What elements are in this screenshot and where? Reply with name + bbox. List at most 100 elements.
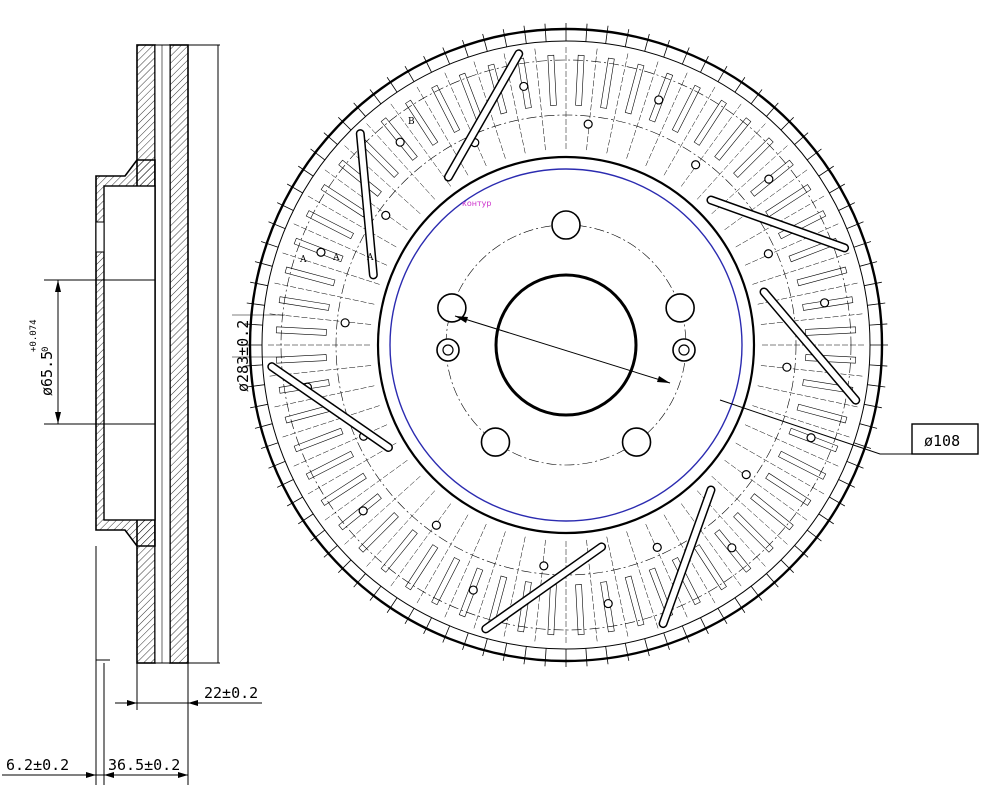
edge-tick bbox=[254, 261, 273, 267]
section-marker-a1: A bbox=[299, 255, 307, 265]
vane-outline bbox=[693, 99, 727, 146]
vane-outline bbox=[305, 210, 354, 240]
vane-outline bbox=[733, 512, 774, 553]
vane-line bbox=[744, 222, 841, 266]
vent-vanes bbox=[266, 45, 866, 645]
vane-outline bbox=[805, 326, 857, 336]
edge-tick bbox=[286, 183, 303, 194]
section-marker-b: B bbox=[408, 117, 415, 127]
vane-outline bbox=[431, 557, 461, 606]
side-section-view: ø65.5 +0.074 0 22±0.2 6.2±0.2 36.5±0.2 bbox=[2, 44, 262, 785]
vane-line bbox=[415, 514, 469, 605]
edge-tick bbox=[780, 559, 794, 573]
section-marker-a3: A bbox=[366, 253, 374, 263]
vane-outline bbox=[305, 450, 354, 480]
edge-tick bbox=[523, 25, 527, 44]
bolt-holes bbox=[436, 210, 696, 457]
edge-tick bbox=[700, 617, 709, 634]
contour-label: контур bbox=[462, 199, 491, 208]
vane-outline bbox=[750, 493, 794, 531]
edge-tick bbox=[482, 33, 488, 52]
edge-tick bbox=[838, 202, 855, 211]
edge-tick bbox=[423, 617, 432, 634]
hat-offset-dimension: 6.2±0.2 bbox=[6, 756, 69, 774]
bolt-circle bbox=[445, 224, 687, 466]
edge-tick bbox=[869, 323, 888, 326]
vane-line bbox=[365, 490, 436, 569]
vane-outline bbox=[405, 544, 439, 591]
vane-outline bbox=[802, 296, 854, 311]
vane-line bbox=[280, 405, 380, 438]
vane-outline bbox=[624, 63, 645, 115]
slot-inner bbox=[268, 363, 392, 451]
vane-outline bbox=[547, 584, 557, 636]
edge-tick bbox=[644, 33, 650, 52]
vane-outline bbox=[750, 159, 794, 197]
vane-line bbox=[291, 424, 388, 468]
edge-tick bbox=[829, 183, 846, 194]
vane-outline bbox=[714, 117, 752, 161]
edge-tick bbox=[681, 47, 690, 65]
vane-line bbox=[681, 102, 743, 187]
vane-line bbox=[626, 531, 659, 631]
vane-line bbox=[724, 168, 809, 230]
edge-tick bbox=[250, 403, 268, 409]
vane-outline bbox=[778, 210, 827, 240]
vent-channel bbox=[154, 44, 171, 664]
rotor-wall-outer bbox=[169, 44, 189, 664]
vane-line bbox=[443, 523, 487, 620]
contour-circle bbox=[389, 168, 743, 522]
bore-tolerance-upper: +0.074 bbox=[29, 319, 39, 352]
edge-tick bbox=[482, 638, 488, 657]
vane-line bbox=[323, 460, 408, 522]
vane-outline bbox=[733, 137, 774, 178]
vane-outline bbox=[693, 544, 727, 591]
drill-hole bbox=[806, 433, 816, 443]
drill-hole bbox=[519, 81, 529, 92]
slot-inner bbox=[445, 50, 522, 181]
edge-tick bbox=[298, 513, 314, 525]
bolt-hole bbox=[665, 293, 695, 323]
vane-line bbox=[735, 442, 826, 496]
bore-dimension: ø65.5 bbox=[38, 351, 56, 396]
edge-tick bbox=[369, 89, 382, 105]
edge-tick bbox=[277, 479, 294, 488]
edge-tick bbox=[254, 423, 273, 429]
vane-outline bbox=[320, 472, 367, 506]
vane-outline bbox=[284, 266, 336, 287]
drill-hole bbox=[431, 520, 441, 530]
drill-hole bbox=[654, 95, 664, 105]
vane-line bbox=[744, 424, 841, 468]
vane-outline bbox=[648, 72, 674, 123]
slot-inner bbox=[357, 130, 377, 278]
edge-tick bbox=[502, 643, 508, 661]
vane-line bbox=[473, 531, 506, 631]
edge-tick bbox=[268, 221, 286, 230]
vane-outline bbox=[796, 403, 848, 424]
edge-tick bbox=[864, 281, 882, 287]
vane-line bbox=[586, 46, 598, 151]
vane-line bbox=[696, 121, 767, 200]
edge-tick bbox=[544, 23, 547, 42]
vane-outline bbox=[431, 84, 461, 133]
vane-line bbox=[443, 70, 487, 167]
vane-outline bbox=[487, 63, 508, 115]
edge-tick bbox=[386, 77, 398, 93]
vane-outline bbox=[575, 54, 585, 106]
edge-tick bbox=[734, 597, 746, 613]
edge-tick bbox=[794, 545, 809, 558]
drill-hole bbox=[316, 247, 326, 257]
edge-tick bbox=[462, 39, 469, 58]
edge-tick bbox=[353, 573, 366, 588]
edge-tick bbox=[310, 529, 326, 542]
center-bore bbox=[494, 273, 638, 417]
drill-hole bbox=[395, 137, 405, 147]
slot-inner bbox=[707, 197, 848, 251]
edge-tick bbox=[859, 261, 878, 267]
vane-outline bbox=[275, 326, 327, 336]
edge-tick bbox=[859, 423, 878, 429]
vane-outline bbox=[547, 54, 557, 106]
vane-outline bbox=[380, 117, 418, 161]
locating-hole-inner bbox=[678, 344, 690, 356]
